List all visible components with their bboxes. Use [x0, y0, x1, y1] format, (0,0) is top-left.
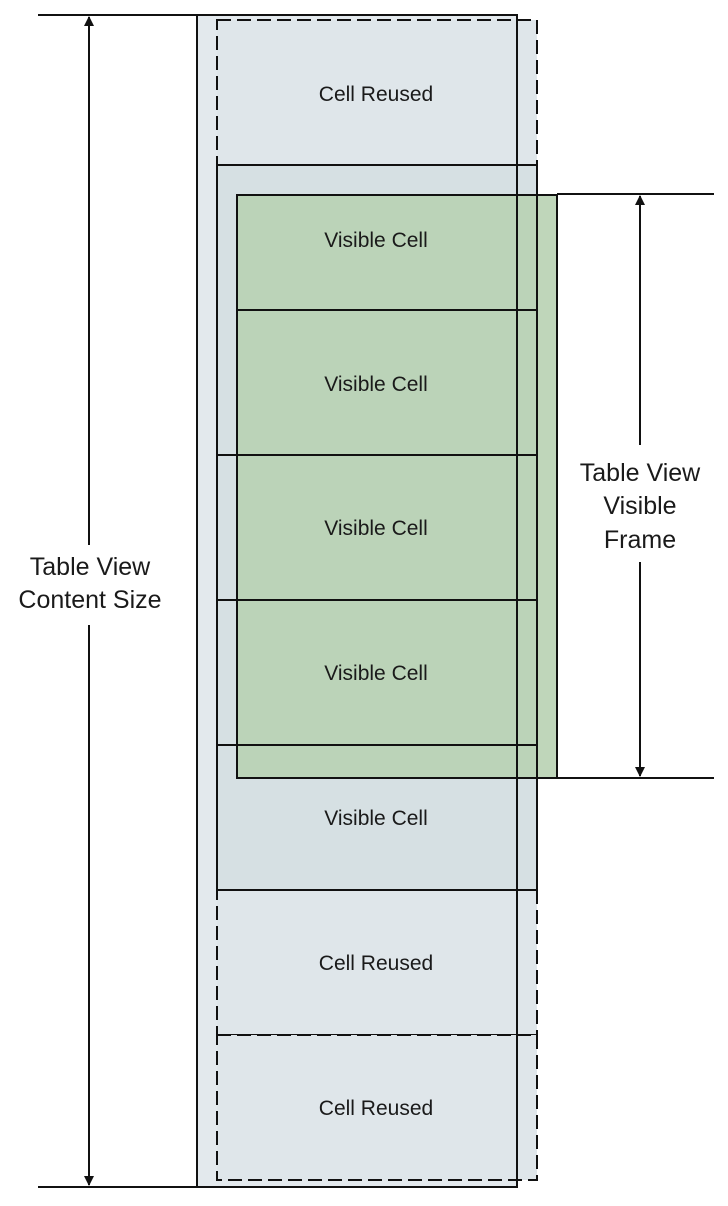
visible-frame-label: Table View Visible Frame — [580, 459, 701, 554]
content-size-label: Table View Content Size — [18, 553, 161, 614]
content-size-dimension — [38, 14, 197, 1188]
cell-label: Cell Reused — [319, 952, 433, 975]
reused-cell-bottom-1 — [216, 889, 538, 1036]
cell-dividers — [217, 309, 537, 746]
content-size-label-line2: Content Size — [18, 586, 161, 614]
visible-frame — [236, 194, 558, 779]
cell-label: Visible Cell — [324, 373, 428, 396]
visible-frame-label-line3: Frame — [604, 526, 676, 554]
visible-frame-dimension — [557, 193, 714, 779]
content-size-label-line1: Table View — [30, 553, 151, 581]
reused-cell-bottom-2 — [216, 1034, 538, 1181]
cell-label: Visible Cell — [324, 229, 428, 252]
visible-frame-label-line1: Table View — [580, 459, 701, 487]
cell-label: Visible Cell — [324, 807, 428, 830]
visible-frame-label-line2: Visible — [603, 492, 676, 520]
cell-label: Cell Reused — [319, 1097, 433, 1120]
cell-label: Visible Cell — [324, 517, 428, 540]
cell-label: Visible Cell — [324, 662, 428, 685]
cell-labels: Cell Reused Visible Cell Visible Cell Vi… — [319, 83, 433, 1120]
reused-cell-top — [216, 19, 538, 166]
cell-label: Cell Reused — [319, 83, 433, 106]
